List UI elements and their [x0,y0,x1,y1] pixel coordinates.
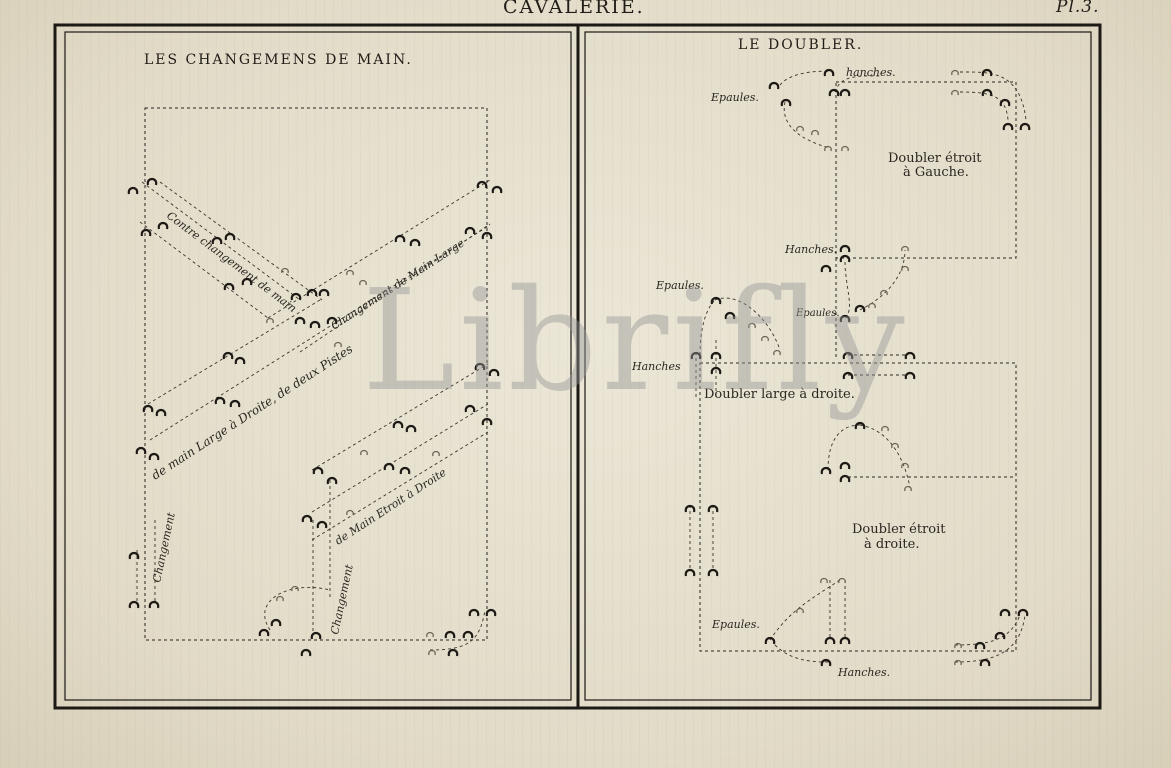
contre-changement-band [139,181,323,319]
droite-deux-pistes-label: de main Large à Droite, de deux Pistes [149,342,355,483]
doubler-droite-line-2: à droite. [864,537,919,552]
main-etroit-label: de Main Etroit à Droite [333,466,449,548]
right-panel-frame [584,31,1092,701]
epaules-label-3: Epaules. [795,308,840,319]
hanches-label-1: hanches. [846,66,896,79]
right-curved-tracks [689,70,1027,663]
left-vertical-tracks [136,480,486,651]
right-panel-title: LE DOUBLER. [738,37,864,53]
left-manege-outline [144,107,488,641]
doubler-gauche-line-2: à Gauche. [903,165,969,180]
epaules-label-2: Epaules. [655,279,704,292]
epaules-label-4: Epaules. [711,618,760,631]
hanches-label-2: Hanches. [784,243,837,256]
changement-vertical-label-1: Changement [150,511,178,584]
contre-changement-label: Contre changement de main [164,209,299,315]
epaules-label-1: Epaules. [710,91,759,104]
left-panel-frame [64,31,572,701]
doubler-droite-line-1: Doubler étroit [852,522,946,537]
right-lower-outline [699,362,1017,652]
changement-large-label: Changement de Main Large [329,236,468,332]
left-panel-title: LES CHANGEMENS DE MAIN. [144,52,413,68]
plate-header-title: CAVALERIE. [503,0,645,18]
main-large-band [147,179,491,441]
hanches-label-3: Hanches [631,360,681,373]
hanches-label-4: Hanches. [837,666,890,679]
doubler-large-label: Doubler large à droite. [704,387,855,402]
right-upper-outline [835,81,1017,259]
changement-vertical-label-2: Changement [328,563,356,636]
doubler-gauche-line-1: Doubler étroit [888,151,982,166]
main-etroit-band [311,363,489,541]
left-open-hoofprints [266,267,440,656]
plate-number: Pl.3. [1056,0,1100,17]
